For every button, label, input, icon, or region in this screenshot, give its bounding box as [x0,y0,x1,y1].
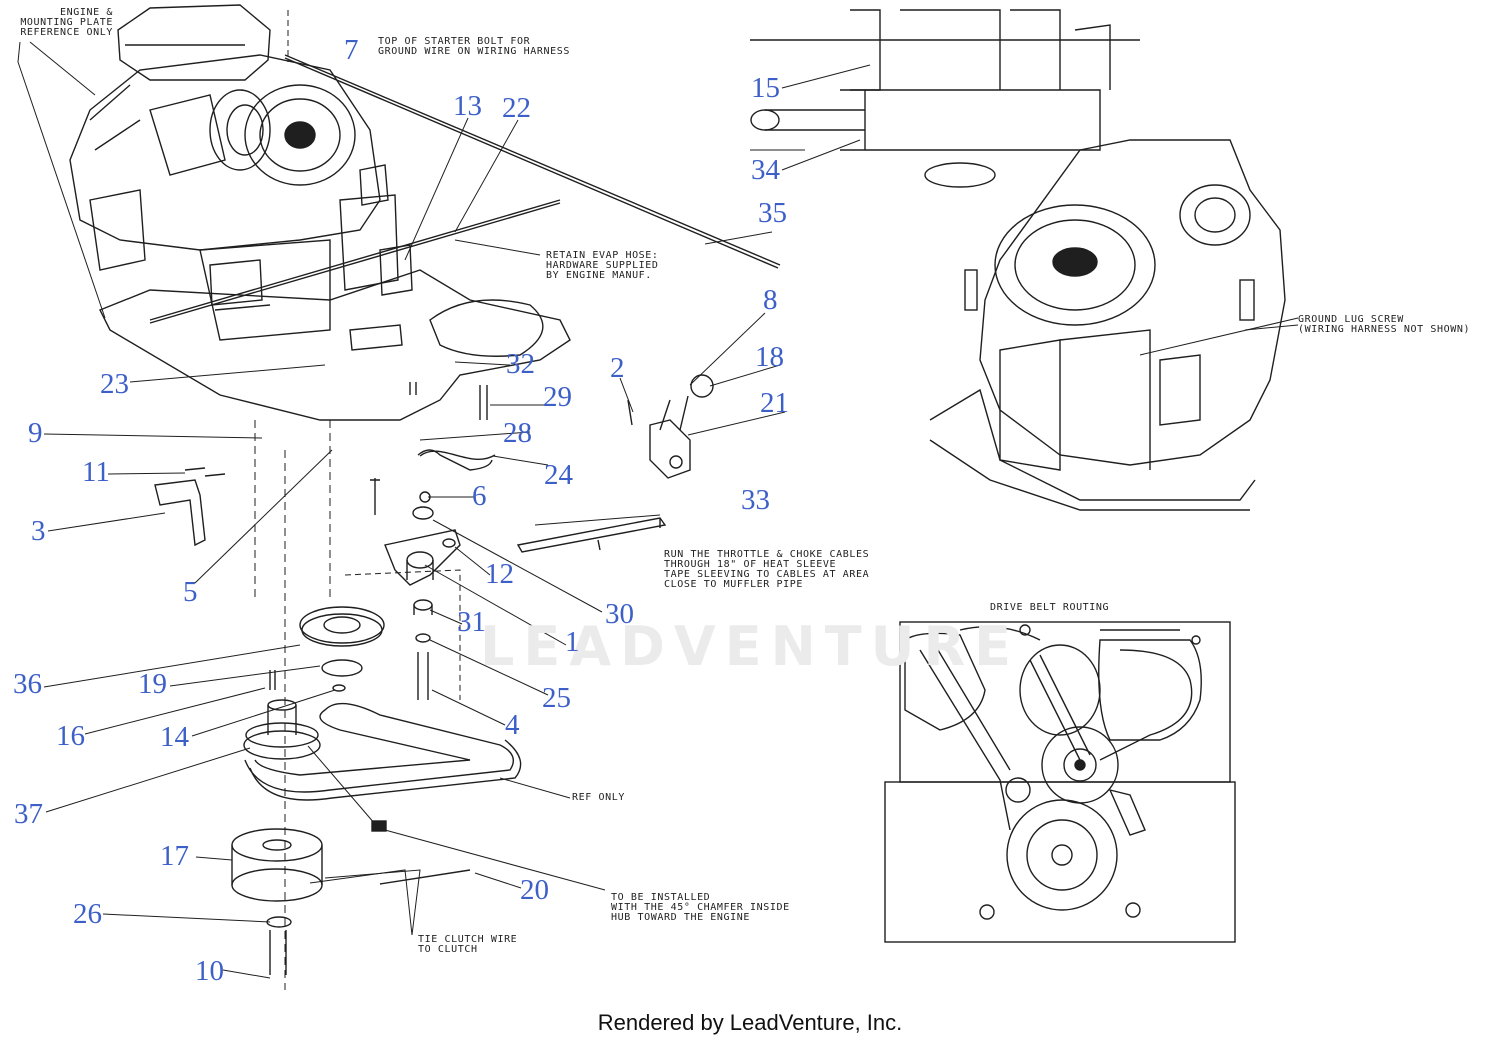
callout-25: 25 [542,682,571,714]
callout-30: 30 [605,598,634,630]
callout-2: 2 [610,352,625,384]
callout-37: 37 [14,798,43,830]
callout-35: 35 [758,197,787,229]
rod-35 [284,54,781,266]
callout-8: 8 [763,284,778,316]
callout-20: 20 [520,874,549,906]
callout-19: 19 [138,668,167,700]
callout-34: 34 [751,154,780,186]
callout-32: 32 [506,348,535,380]
callout-10: 10 [195,955,224,987]
callout-36: 36 [13,668,42,700]
footer-credit: Rendered by LeadVenture, Inc. [597,1010,903,1035]
callout-6: 6 [472,480,487,512]
belt-ref [244,702,514,793]
callout-11: 11 [82,456,110,488]
callout-18: 18 [755,341,784,373]
callout-3: 3 [31,515,46,547]
clutch-17 [231,828,323,975]
callout-21: 21 [760,387,789,419]
callout-28: 28 [503,417,532,449]
callout-29: 29 [543,381,572,413]
engine-side-view [929,139,1286,511]
leader-lines [17,10,1299,990]
drive-belt-routing [884,621,1236,943]
callout-26: 26 [73,898,102,930]
note-ground-lug: GROUND LUG SCREW(WIRING HARNESS NOT SHOW… [1298,314,1471,335]
callout-13: 13 [453,90,482,122]
callout-15: 15 [751,72,780,104]
idler-assembly [370,382,496,700]
note-ref-only: REF ONLY [572,792,625,803]
pulley-stack [243,606,385,760]
muffler-detail [750,9,1140,188]
note-drive-belt-title: DRIVE BELT ROUTING [990,602,1110,613]
callout-22: 22 [502,92,531,124]
bracket-3 [154,479,206,547]
watermark: LEADVENTURE [480,615,1020,678]
callout-1: 1 [565,626,580,658]
throttle-bracket [627,374,714,479]
callout-9: 9 [28,417,43,449]
callout-24: 24 [544,459,573,491]
callout-17: 17 [160,840,189,872]
callout-14: 14 [160,721,189,753]
callout-33: 33 [741,484,770,516]
callout-7: 7 [344,34,359,66]
heat-sleeve-33 [516,517,667,553]
callout-16: 16 [56,720,85,752]
engine-illustration [69,4,571,421]
callout-31: 31 [457,606,486,638]
callout-12: 12 [485,558,514,590]
callout-5: 5 [183,576,198,608]
callout-4: 4 [505,709,520,741]
callout-23: 23 [100,368,129,400]
